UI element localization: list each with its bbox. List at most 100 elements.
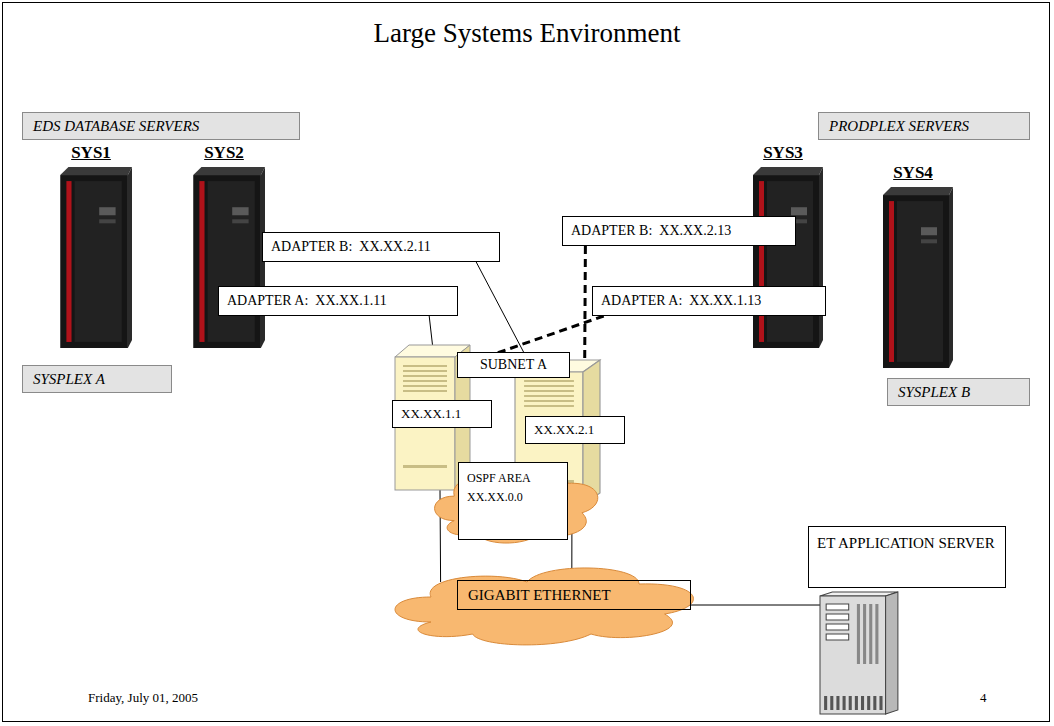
tower-server-part (824, 696, 827, 710)
tower-server-part (826, 624, 849, 630)
router-drawing-part (403, 385, 447, 387)
router-drawing-part (524, 385, 574, 387)
tower-server-part (861, 696, 864, 710)
mainframe-server: SYS2 (183, 143, 265, 348)
server-rack (743, 167, 823, 348)
server-rack-part (75, 181, 122, 342)
group-tag: EDS DATABASE SERVERS (22, 112, 300, 140)
server-rack-part (60, 167, 132, 175)
mainframe-server: SYS4 (873, 163, 953, 368)
tower-server-part (826, 634, 849, 640)
tower-server-part (826, 604, 849, 610)
group-name: PRODPLEX SERVERS (829, 118, 969, 134)
server-rack (50, 167, 132, 348)
network-link (476, 262, 528, 360)
server-name: SYS3 (763, 143, 803, 162)
date-text: Friday, July 01, 2005 (88, 690, 198, 705)
server-rack (873, 187, 953, 368)
mainframe-server: SYS1 (50, 143, 132, 348)
router-drawing-part (524, 380, 574, 382)
server-heading: SYS1 (50, 143, 132, 165)
cloud-label-box: OSPF AREA XX.XX.0.0 (458, 462, 568, 540)
server-name: SYS2 (204, 143, 244, 162)
tower-server-part (830, 696, 833, 710)
router-drawing-part (524, 395, 574, 397)
cloud-shape-part (395, 568, 693, 645)
server-rack-part (99, 207, 115, 215)
title-text: Large Systems Environment (374, 18, 681, 48)
server-rack-part (921, 227, 937, 235)
server-rack-part (99, 219, 115, 223)
tower-server-part (867, 696, 870, 710)
server-rack-part (921, 239, 937, 243)
tower-server-part (826, 614, 849, 620)
tower-server-part (863, 604, 866, 664)
router-drawing-part (403, 380, 447, 382)
tower-server-part (820, 596, 886, 714)
router-drawing-part (403, 390, 447, 392)
address-box: ADAPTER B: XX.XX.2.13 (562, 216, 796, 246)
address-text: ADAPTER A: XX.XX.1.11 (227, 293, 387, 308)
tower-server-part (869, 604, 872, 664)
server-rack-part (199, 181, 204, 342)
tower-server-part (849, 696, 852, 710)
router-drawing-part (524, 390, 574, 392)
server-rack (183, 167, 265, 348)
server-rack-part (193, 175, 261, 348)
server-label: ET APPLICATION SERVER (817, 535, 995, 551)
server-rack-part (767, 181, 813, 342)
address-text: SUBNET A (480, 357, 547, 372)
address-text: ADAPTER A: XX.XX.1.13 (601, 293, 761, 308)
footer-date: Friday, July 01, 2005 (88, 690, 198, 706)
tower-server-part (836, 696, 839, 710)
router-address-box: XX.XX.2.1 (525, 416, 625, 444)
server-rack-part (759, 181, 764, 342)
group-name: SYSPLEX A (33, 371, 105, 387)
group-tag: SYSPLEX B (887, 378, 1030, 406)
dashed-link (583, 246, 587, 360)
router-drawing-part (403, 375, 447, 377)
server-rack-part (889, 201, 894, 362)
router-address: XX.XX.2.1 (534, 422, 594, 437)
application-server: ET APPLICATION SERVER (808, 526, 1006, 718)
slide-title: Large Systems Environment (0, 18, 1054, 49)
address-box: ADAPTER A: XX.XX.1.11 (218, 286, 458, 316)
area-text: OSPF AREA XX.XX.0.0 (467, 469, 533, 507)
server-name: SYS1 (71, 143, 111, 162)
server-name: SYS4 (893, 163, 933, 182)
tower-server-part (886, 592, 898, 714)
server-rack-part (66, 181, 71, 342)
server-rack-part (232, 207, 248, 215)
tower-server-part (875, 604, 878, 664)
tower-server (820, 592, 902, 716)
group-tag: PRODPLEX SERVERS (818, 112, 1030, 140)
router-drawing-part (524, 405, 574, 407)
page-number: 4 (980, 690, 987, 706)
tower-server-part (855, 696, 858, 710)
router-drawing-part (524, 400, 574, 402)
router-drawing-part (395, 345, 470, 357)
address-box: ADAPTER A: XX.XX.1.13 (592, 286, 826, 316)
server-heading: SYS4 (873, 163, 953, 185)
address-box: SUBNET A (457, 352, 570, 378)
server-rack-part (232, 219, 248, 223)
address-text: ADAPTER B: XX.XX.2.11 (271, 239, 431, 254)
tower-server-part (873, 696, 876, 710)
server-heading: SYS2 (183, 143, 265, 165)
server-rack-part (128, 167, 132, 348)
page-number-text: 4 (980, 690, 987, 705)
router-drawing-part (403, 465, 447, 468)
router-drawing-part (403, 370, 447, 372)
server-rack-part (897, 201, 943, 362)
server-rack-part (883, 187, 953, 195)
group-name: SYSPLEX B (898, 384, 970, 400)
server-rack-part (883, 195, 949, 368)
server-rack-part (949, 187, 953, 368)
address-text: ADAPTER B: XX.XX.2.13 (571, 223, 731, 238)
network-link (429, 316, 432, 345)
cloud-label-box: GIGABIT ETHERNET (457, 580, 691, 610)
server-rack-part (753, 167, 823, 175)
router-address: XX.XX.1.1 (401, 406, 461, 421)
server-rack-part (208, 181, 255, 342)
